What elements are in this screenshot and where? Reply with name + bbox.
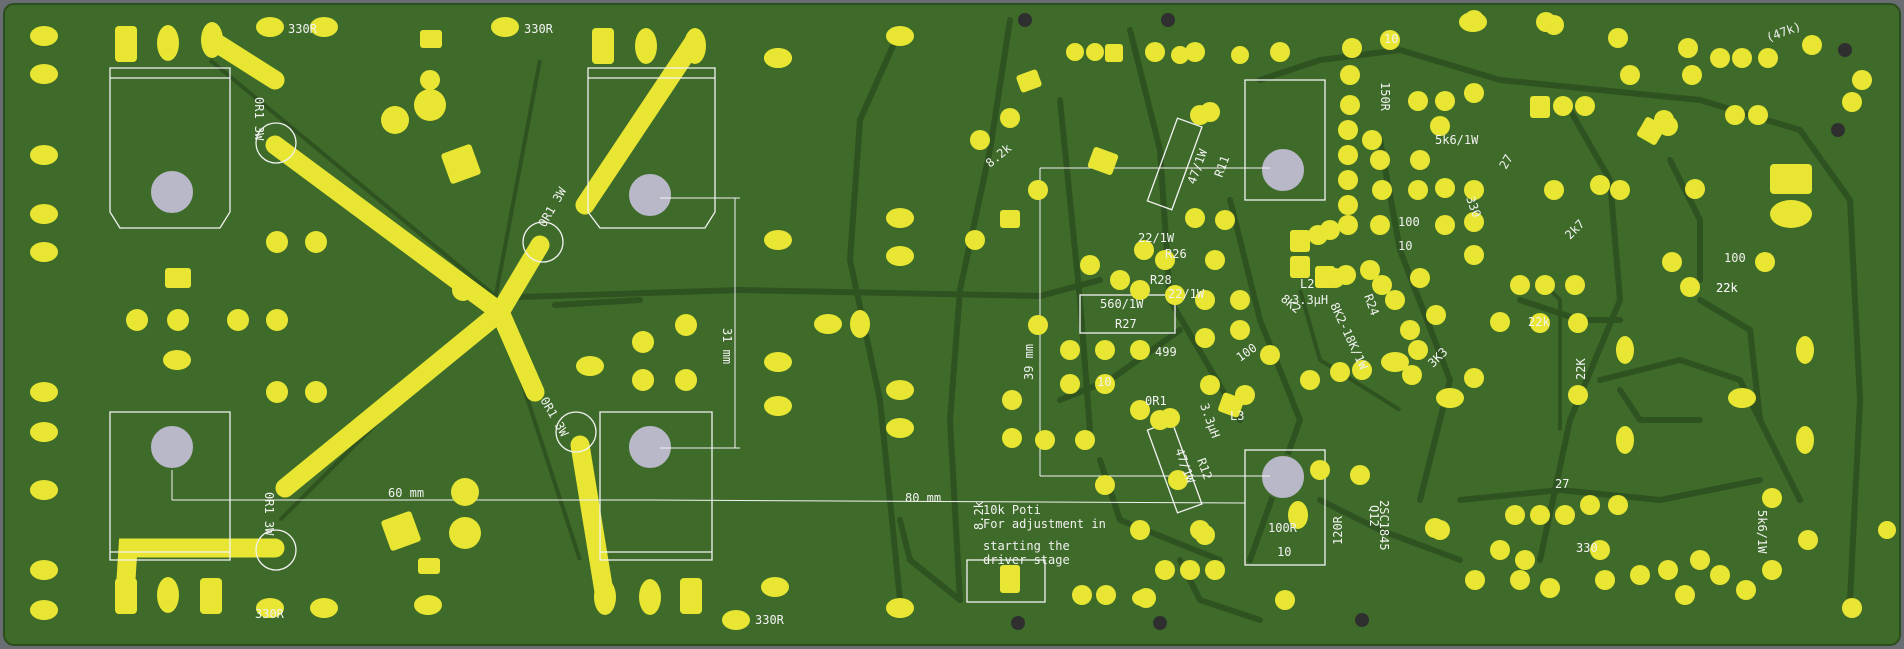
label-pot-note3: driver stage: [983, 553, 1070, 567]
label-dim-39: 39 mm: [1022, 344, 1036, 380]
label-r27-b: 27: [1555, 477, 1569, 491]
label-r330-b: 330: [1576, 541, 1598, 555]
label-r27: R27: [1115, 317, 1137, 331]
label-r26: R26: [1165, 247, 1187, 261]
board-substrate: [3, 3, 1901, 646]
label-dim-60: 60 mm: [388, 486, 424, 500]
or1-circles: [255, 122, 597, 571]
label-r330-r: 330: [1463, 194, 1484, 219]
power-traces: [115, 30, 705, 608]
label-q12: Q12: [1367, 505, 1381, 527]
label-r100-r: 100: [1398, 215, 1420, 229]
label-l2: L2: [1300, 277, 1314, 291]
label-r22-1w-b: 22/1W: [1168, 287, 1205, 301]
through-hole-pads: [30, 10, 1896, 630]
label-r22k-b: 22k: [1716, 281, 1738, 295]
label-q12-part: 2SC1845: [1377, 500, 1391, 551]
label-pot-note1: For adjustment in: [983, 517, 1106, 531]
label-r8k2-bot: 8.2k: [972, 500, 986, 530]
label-r22-1w-a: 22/1W: [1138, 231, 1175, 245]
label-r24: R24: [1361, 292, 1382, 317]
transistor-outlines: [109, 67, 1326, 603]
label-pot-note2: starting the: [983, 539, 1070, 553]
label-r22k-far: 22k: [1716, 281, 1738, 295]
label-r330-bm: 330R: [755, 613, 785, 627]
copper-traces: [487, 17, 1863, 623]
label-dim-80: 80 mm: [905, 491, 941, 505]
label-r5k6: 5k6/1W: [1435, 133, 1479, 147]
label-r330-tm: 330R: [524, 22, 554, 36]
label-r100r: 100R: [1268, 521, 1298, 535]
label-r10-mid: 10: [1097, 375, 1111, 389]
label-r5k6-b: 5k6/1W: [1755, 510, 1769, 554]
label-r330-tl: 330R: [288, 22, 318, 36]
label-r22k-c: 22K: [1574, 358, 1588, 380]
label-r10-r: 10: [1398, 239, 1412, 253]
transistor-holes: [149, 147, 1306, 500]
label-r28: R28: [1150, 273, 1172, 287]
label-r10-top: 10: [1384, 32, 1398, 46]
label-r27-a: 27: [1496, 152, 1515, 172]
label-r11: R11: [1212, 154, 1233, 179]
label-dim-31: 31 mm: [720, 328, 734, 364]
label-r22k-a: 22k: [1528, 315, 1550, 329]
label-r12: R12: [1194, 456, 1215, 481]
label-or1-c: 0R1 3W: [262, 492, 276, 536]
label-pot: 10k Poti: [983, 503, 1041, 517]
drill-holes: [1011, 13, 1852, 630]
label-r150r: 150R: [1378, 82, 1392, 112]
label-r120r: 120R: [1331, 515, 1345, 545]
label-r560: 560/1W: [1100, 297, 1144, 311]
label-or1-small: 0R1: [1145, 394, 1167, 408]
label-r10-bot: 10: [1277, 545, 1291, 559]
label-l3: L3: [1230, 409, 1244, 423]
label-l2-val: 3.3µH: [1292, 293, 1328, 307]
label-r330-bl: 330R: [255, 607, 285, 621]
label-r499: 499: [1155, 345, 1177, 359]
label-r100-far: 100: [1724, 251, 1746, 265]
label-or1-a: 0R1 3W: [252, 97, 266, 141]
